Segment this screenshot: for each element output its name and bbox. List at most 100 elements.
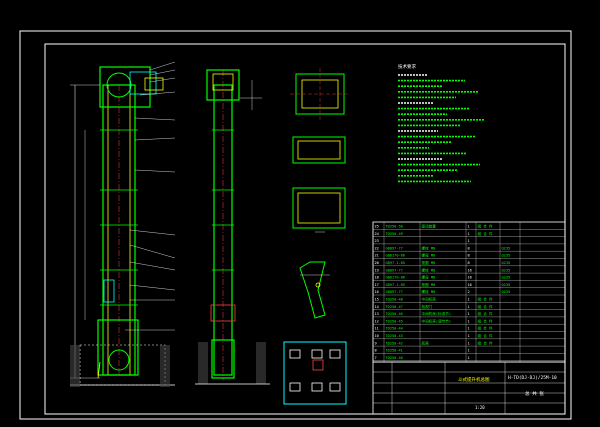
parts-table-cell: Q235 [502,246,511,250]
parts-table-cell: TD250-45 [386,319,403,323]
parts-table-cell: 螺栓 M8 [422,289,436,294]
parts-table-cell: 7 [375,356,377,360]
parts-table-cell: 检视门 [422,304,433,309]
parts-table-cell: 12 [375,319,379,323]
parts-table-cell: 15 [375,298,379,302]
parts-table-cell: 组 合 件 [478,340,494,345]
parts-table-cell: 螺栓 M8 [422,245,436,250]
title-block-sheet: 总 共 张 [525,390,544,397]
parts-table-cell: 11 [375,327,379,331]
parts-table-cell: 1 [468,334,470,338]
parts-table-cell: Q235 [502,276,511,280]
parts-table-cell: 13 [375,312,379,316]
parts-table-cell: 21 [375,254,379,258]
bucket-detail [299,261,330,319]
parts-table-cell: 中间机壳(调节节) [422,318,451,323]
parts-table-cell: Q235 [502,268,511,272]
parts-table-cell: 1 [468,305,470,309]
parts-table-cell: 17 [375,283,379,287]
parts-table-cell: GB97.1-85 [386,261,405,265]
parts-table-cell: 8 [375,349,377,353]
parts-table-cell: 中间机壳(标准节) [422,311,451,316]
parts-table-cell: Q235 [502,254,511,258]
parts-table-cell: 14 [375,305,379,309]
parts-table-cell: 螺母 M8 [422,253,436,258]
section-view-middle [292,136,346,164]
parts-table-cell: 螺母 M8 [422,275,436,280]
parts-table-cell: 1 [468,298,470,302]
parts-table-cell: GB897-77 [386,268,403,272]
parts-table-cell: 25 [375,225,379,229]
parts-table-cell: 组 合 件 [478,333,494,338]
parts-table-cell: 16 [375,290,379,294]
parts-table-cell: 24 [375,232,379,236]
parts-table-cell: Q235 [502,290,511,294]
parts-table-cell: TD250-44 [386,327,403,331]
title-block: 斗式提升机总图 H-TD(DJ-DJ)/25M-10 总 共 张 1:20 [372,361,566,415]
technical-notes: 技术要求 [398,63,484,183]
parts-table-cell: 23 [375,239,379,243]
parts-table-cell: 9 [375,341,377,345]
parts-table-cell: TD250-41 [386,349,403,353]
parts-table-cell: 1 [468,356,470,360]
parts-table-cell: TD250-50 [386,225,403,229]
title-block-scale: 1:20 [475,405,485,410]
parts-table-cell: 1 [468,312,470,316]
parts-table-cell: TD250-49 [386,232,403,236]
title-block-name: 斗式提升机总图 [458,376,490,383]
parts-table-cell: 组 合 件 [478,231,494,236]
parts-table-cell: TD250-43 [386,334,403,338]
parts-table-cell: 垫圈 M8 [422,260,436,265]
parts-table-cell: 20 [375,261,379,265]
parts-table-cell: GB97.1-85 [386,283,405,287]
parts-table-cell: TD250-47 [386,305,403,309]
parts-table-cell: 螺栓 M8 [422,267,436,272]
parts-table-cell: 1 [468,349,470,353]
parts-table-cell: 底座 [422,340,430,345]
parts-table-cell: 1 [468,341,470,345]
parts-table-cell: TD250-46 [386,312,403,316]
parts-table-cell: 2 [468,290,470,294]
parts-table-cell: 22 [375,246,379,250]
parts-table-cell: TD250-40 [386,356,403,360]
parts-table-cell: 16 [468,268,472,272]
parts-table-cell: Q235 [502,283,511,287]
parts-table-cell: GB897-77 [386,290,403,294]
parts-table-cell: TD250-42 [386,341,403,345]
parts-table-cell: TD250-48 [386,298,403,302]
parts-table-cell: 驱动装置 [422,224,437,229]
section-view-boot [292,187,346,233]
parts-table-cell: 1 [468,319,470,323]
parts-table-cell: 18 [375,276,379,280]
parts-table-cell: 1 [468,327,470,331]
parts-table-cell: 8 [468,254,470,258]
elevator-front-view [70,61,176,387]
parts-table-cell: 中间机壳 [422,297,437,302]
parts-table-cell: 1 [468,239,470,243]
parts-table-cell: 19 [375,268,379,272]
section-view-head [290,68,350,120]
parts-table-cell: 组 合 件 [478,326,494,331]
sheet-inner-border [44,43,566,415]
parts-table-cell: GB6170-86 [386,276,405,280]
parts-table-cell: 组 合 件 [478,311,494,316]
parts-table-cell: 8 [468,246,470,250]
foundation-plan [283,341,347,405]
parts-table-cell: 1 [468,225,470,229]
parts-table-cell: 1 [468,232,470,236]
parts-table-cell: Q235 [502,261,511,265]
parts-table-cell: 组 合 件 [478,318,494,323]
parts-table-cell: 组 合 件 [478,297,494,302]
parts-table-cell: 组 合 件 [478,224,494,229]
parts-table-cell: 组 合 件 [478,304,494,309]
parts-table-cell: GB6170-86 [386,254,405,258]
notes-heading: 技术要求 [398,63,416,70]
elevator-side-view [195,69,270,385]
title-block-code: H-TD(DJ-DJ)/25M-10 [508,375,557,381]
sheet-outer-border [19,30,572,420]
parts-table-cell: 8 [468,261,470,265]
parts-table-cell: 10 [375,334,379,338]
parts-table-cell: 垫圈 M8 [422,282,436,287]
